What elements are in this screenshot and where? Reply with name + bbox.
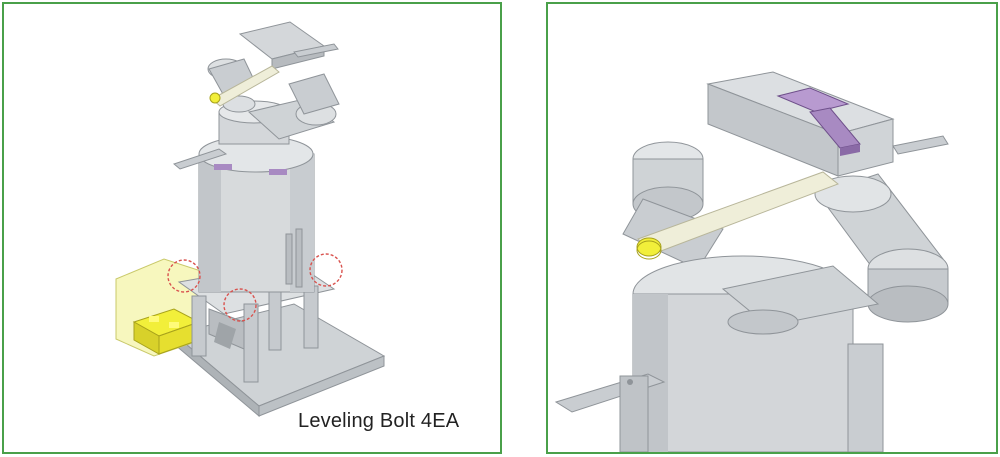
right-figure-panel: [546, 2, 998, 454]
main-column: [172, 135, 315, 293]
robot-assembly-illustration: [115, 21, 386, 418]
leveling-bolt-marker: [167, 259, 201, 293]
end-effector: [209, 21, 339, 107]
robot-arms: [207, 58, 340, 140]
sample-strip: [636, 171, 839, 260]
arm-closeup-illustration: [554, 71, 949, 452]
base-column: [632, 255, 884, 452]
leveling-bolt-marker: [309, 253, 343, 287]
purple-clamp: [776, 87, 861, 156]
leveling-bolt-marker: [223, 288, 257, 322]
leveling-bolt-markers: [167, 253, 343, 322]
gripper-block: [706, 71, 949, 177]
leveling-bolt-caption: Leveling Bolt 4EA: [298, 410, 460, 432]
side-bracket: [554, 373, 666, 452]
right-arm: [814, 173, 949, 323]
left-figure-panel: Leveling Bolt 4EA: [2, 2, 502, 454]
